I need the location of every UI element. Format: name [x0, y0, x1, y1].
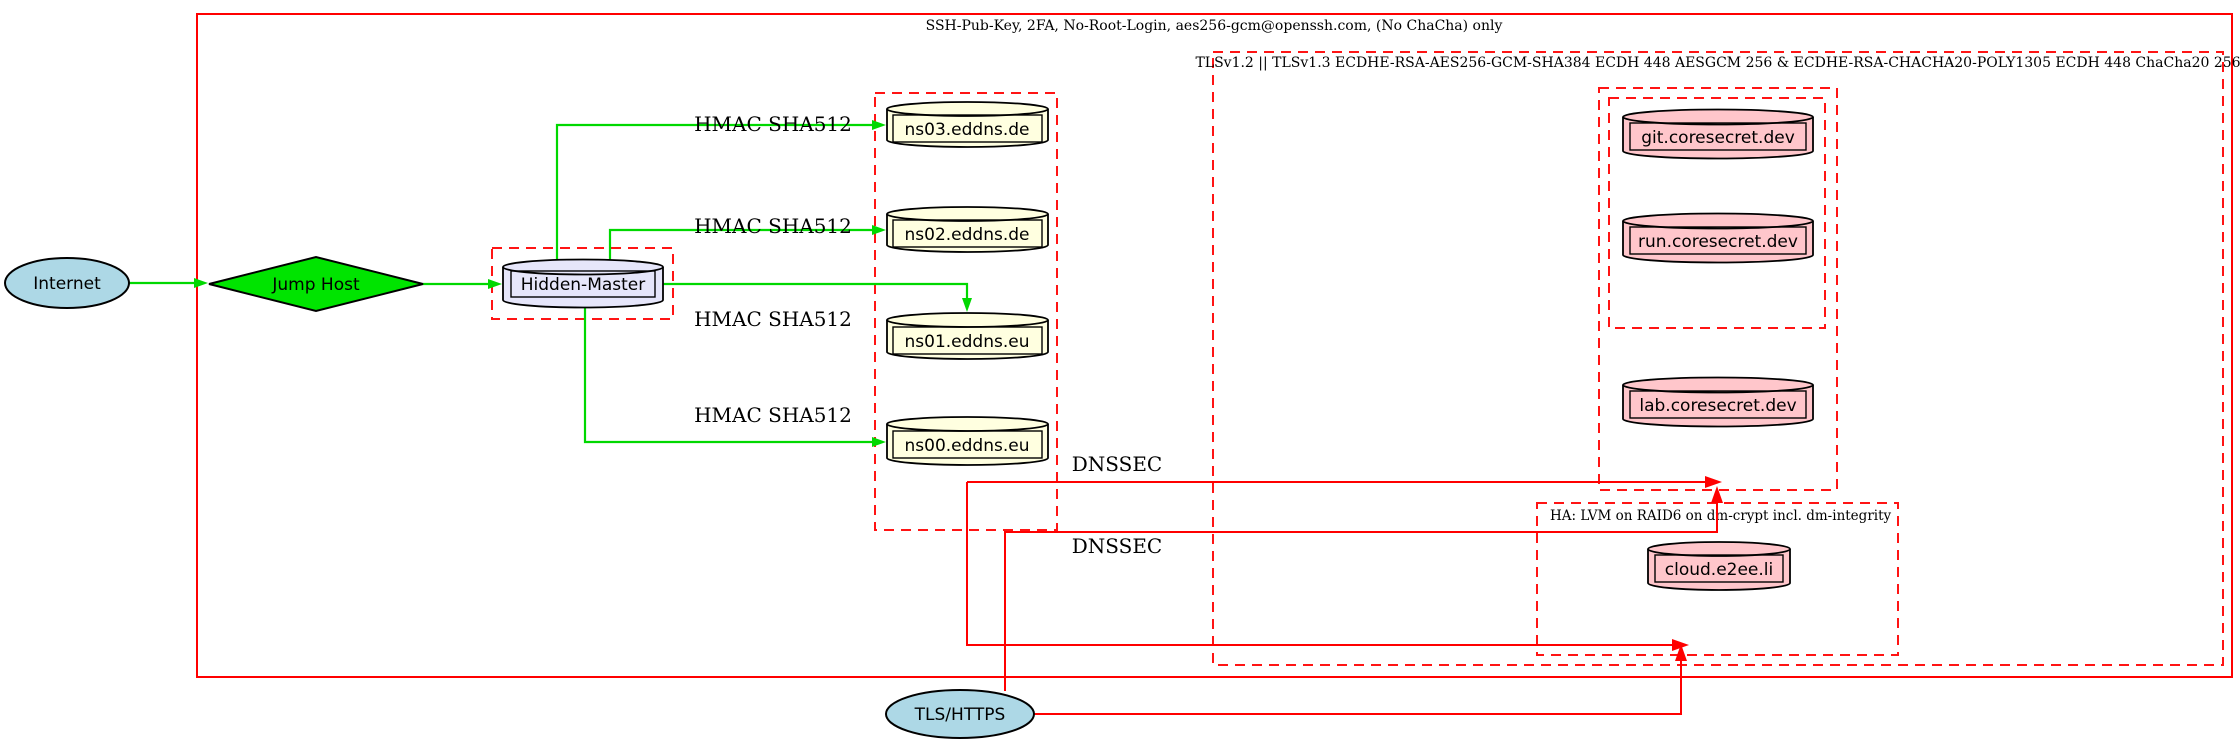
node-ns03-label: ns03.eddns.de — [905, 120, 1030, 140]
edge-tlshttps-to-coresecret — [1004, 486, 1723, 691]
edge-label-hmac-ns02: HMAC SHA512 — [694, 214, 852, 238]
node-jump-host-label: Jump Host — [271, 275, 360, 295]
node-git-label: git.coresecret.dev — [1641, 128, 1795, 148]
edge-dnssec-to-ha — [966, 482, 1689, 651]
node-hidden-master: Hidden-Master — [502, 258, 664, 309]
cluster-tls-border — [1212, 51, 2224, 666]
cluster-dns-border — [874, 92, 1058, 531]
cluster-ssh-label: SSH-Pub-Key, 2FA, No-Root-Login, aes256-… — [926, 18, 1503, 34]
cluster-coresecret-inner-border — [1608, 97, 1826, 329]
edge-dnssec-to-coresecret — [967, 476, 1722, 488]
edge-hiddenmaster-to-ns01 — [663, 282, 972, 312]
edge-label-hmac-ns00: HMAC SHA512 — [694, 403, 852, 427]
edge-label-dnssec-2: DNSSEC — [1072, 534, 1163, 558]
edge-hiddenmaster-to-ns02 — [608, 225, 886, 261]
edge-internet-to-jumphost — [129, 278, 208, 288]
node-internet-label: Internet — [33, 274, 101, 294]
node-ns02-label: ns02.eddns.de — [905, 225, 1030, 245]
edge-label-dnssec-1: DNSSEC — [1072, 452, 1163, 476]
cluster-ha-label: HA: LVM on RAID6 on dm-crypt incl. dm-in… — [1550, 508, 1892, 524]
node-ns01-label: ns01.eddns.eu — [905, 332, 1030, 352]
node-cloud-label: cloud.e2ee.li — [1665, 560, 1773, 580]
node-git: git.coresecret.dev — [1622, 108, 1814, 160]
edge-label-hmac-ns01: HMAC SHA512 — [694, 307, 852, 331]
node-jump-host: Jump Host — [208, 255, 424, 313]
node-hidden-master-label: Hidden-Master — [521, 275, 646, 295]
node-ns01: ns01.eddns.eu — [886, 312, 1049, 360]
cluster-ssh-border — [196, 13, 2233, 678]
cluster-coresecret-outer-border — [1598, 87, 1838, 491]
node-tls-https-label: TLS/HTTPS — [914, 705, 1006, 725]
node-run-label: run.coresecret.dev — [1638, 232, 1798, 252]
edge-jumphost-to-hiddenmaster — [423, 279, 502, 289]
node-ns02: ns02.eddns.de — [886, 206, 1049, 253]
edge-label-hmac-ns03: HMAC SHA512 — [694, 112, 852, 136]
edge-hiddenmaster-to-ns03 — [555, 120, 886, 261]
node-ns00-label: ns00.eddns.eu — [905, 436, 1030, 456]
node-ns00: ns00.eddns.eu — [886, 416, 1049, 466]
node-lab: lab.coresecret.dev — [1622, 376, 1814, 428]
edge-tlshttps-to-ha — [1034, 644, 1687, 715]
node-run: run.coresecret.dev — [1622, 212, 1814, 264]
node-cloud: cloud.e2ee.li — [1647, 541, 1791, 591]
node-ns03: ns03.eddns.de — [886, 101, 1049, 148]
node-lab-label: lab.coresecret.dev — [1639, 396, 1796, 416]
node-tls-https: TLS/HTTPS — [885, 689, 1035, 739]
edge-hiddenmaster-to-ns00 — [583, 306, 886, 447]
node-internet: Internet — [4, 257, 130, 309]
cluster-tls-label: TLSv1.2 || TLSv1.3 ECDHE-RSA-AES256-GCM-… — [1195, 55, 2240, 71]
